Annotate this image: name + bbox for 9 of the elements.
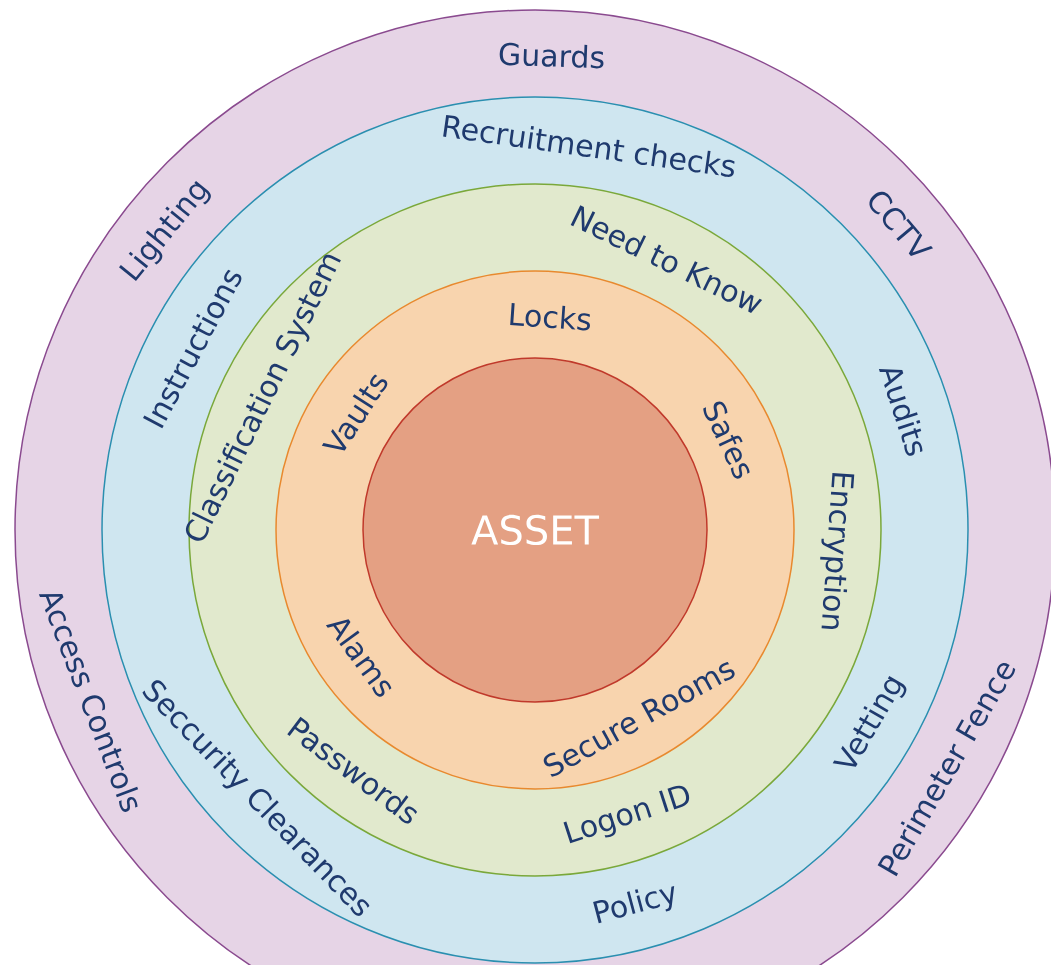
ring-label: Guards xyxy=(499,42,604,69)
ring-label: Encryption xyxy=(820,473,855,629)
ring-label: Policy xyxy=(593,886,675,924)
center-label: ASSET xyxy=(471,514,600,546)
ring-label: Safes xyxy=(703,401,750,479)
ring-label: Audits xyxy=(878,368,923,456)
ring-label: Logon ID xyxy=(563,785,690,844)
ring-label: Locks xyxy=(510,303,590,331)
ring-label: Recruitment checks xyxy=(443,114,735,177)
